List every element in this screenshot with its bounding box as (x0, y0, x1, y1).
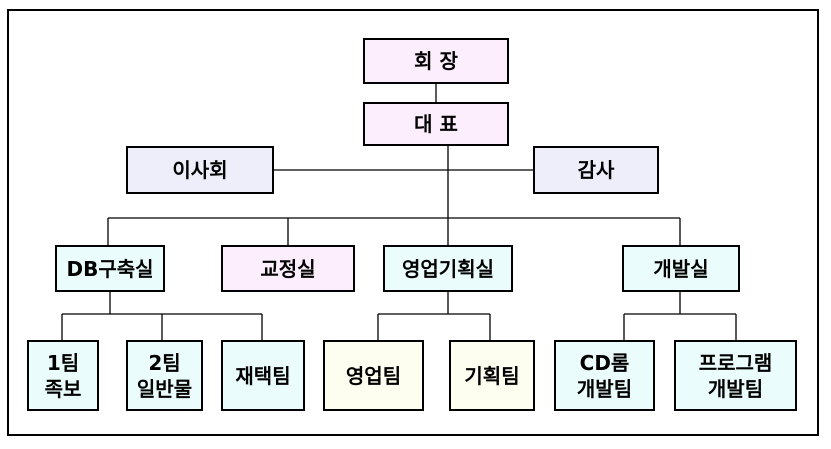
node-board: 이사회 (126, 146, 274, 194)
node-sales-team-label: 영업팀 (345, 363, 402, 388)
node-team1: 1팀 족보 (27, 340, 99, 411)
node-program-dev-team-line1: 프로그램 (698, 350, 773, 375)
node-sales-planning-office-label: 영업기획실 (402, 256, 494, 281)
node-db-office-label: DB구축실 (66, 256, 154, 281)
node-audit-label: 감사 (577, 158, 615, 182)
node-db-office: DB구축실 (55, 245, 165, 292)
node-team2-line1: 2팀 (148, 350, 181, 375)
node-planning-team: 기획팀 (449, 340, 535, 411)
node-proofreading-office: 교정실 (221, 245, 355, 292)
node-audit: 감사 (533, 146, 659, 194)
node-team2: 2팀 일반물 (126, 340, 203, 411)
node-team2-line2: 일반물 (136, 376, 193, 401)
diagram-frame (7, 9, 819, 436)
node-sales-team: 영업팀 (323, 340, 424, 411)
node-cdrom-dev-team-line2: 개발팀 (576, 376, 633, 401)
node-board-label: 이사회 (172, 158, 228, 182)
node-chairman-label: 회 장 (414, 49, 458, 73)
node-program-dev-team-line2: 개발팀 (707, 376, 764, 401)
node-ceo: 대 표 (363, 102, 509, 146)
node-team1-line1: 1팀 (46, 350, 80, 375)
node-team1-line2: 족보 (44, 376, 82, 401)
node-sales-planning-office: 영업기획실 (383, 245, 513, 292)
node-development-office: 개발실 (622, 245, 740, 292)
node-proofreading-office-label: 교정실 (260, 256, 316, 281)
node-cdrom-dev-team-line1: CD롬 (579, 350, 630, 375)
node-ceo-label: 대 표 (414, 112, 458, 136)
node-cdrom-dev-team: CD롬 개발팀 (554, 340, 655, 411)
node-data-entry-team: 재택팀 (221, 340, 305, 411)
node-chairman: 회 장 (363, 38, 509, 84)
node-development-office-label: 개발실 (653, 256, 709, 281)
node-program-dev-team: 프로그램 개발팀 (674, 340, 797, 411)
node-data-entry-team-label: 재택팀 (235, 363, 291, 388)
node-planning-team-label: 기획팀 (464, 363, 520, 388)
